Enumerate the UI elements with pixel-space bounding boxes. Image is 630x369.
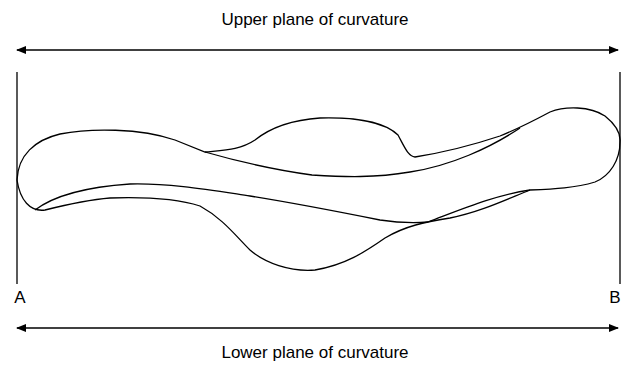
point-label: A — [14, 288, 25, 308]
upper-arrow — [17, 49, 618, 50]
shaft-line — [35, 184, 428, 223]
lower-arrow — [17, 327, 618, 328]
plane-label: Lower plane of curvature — [221, 343, 408, 363]
reference-line — [619, 72, 620, 284]
shaft-line — [205, 128, 520, 177]
bone-outline — [17, 108, 620, 270]
shaft-line — [428, 190, 530, 222]
plane-label: Upper plane of curvature — [221, 10, 408, 30]
point-label: B — [609, 288, 620, 308]
